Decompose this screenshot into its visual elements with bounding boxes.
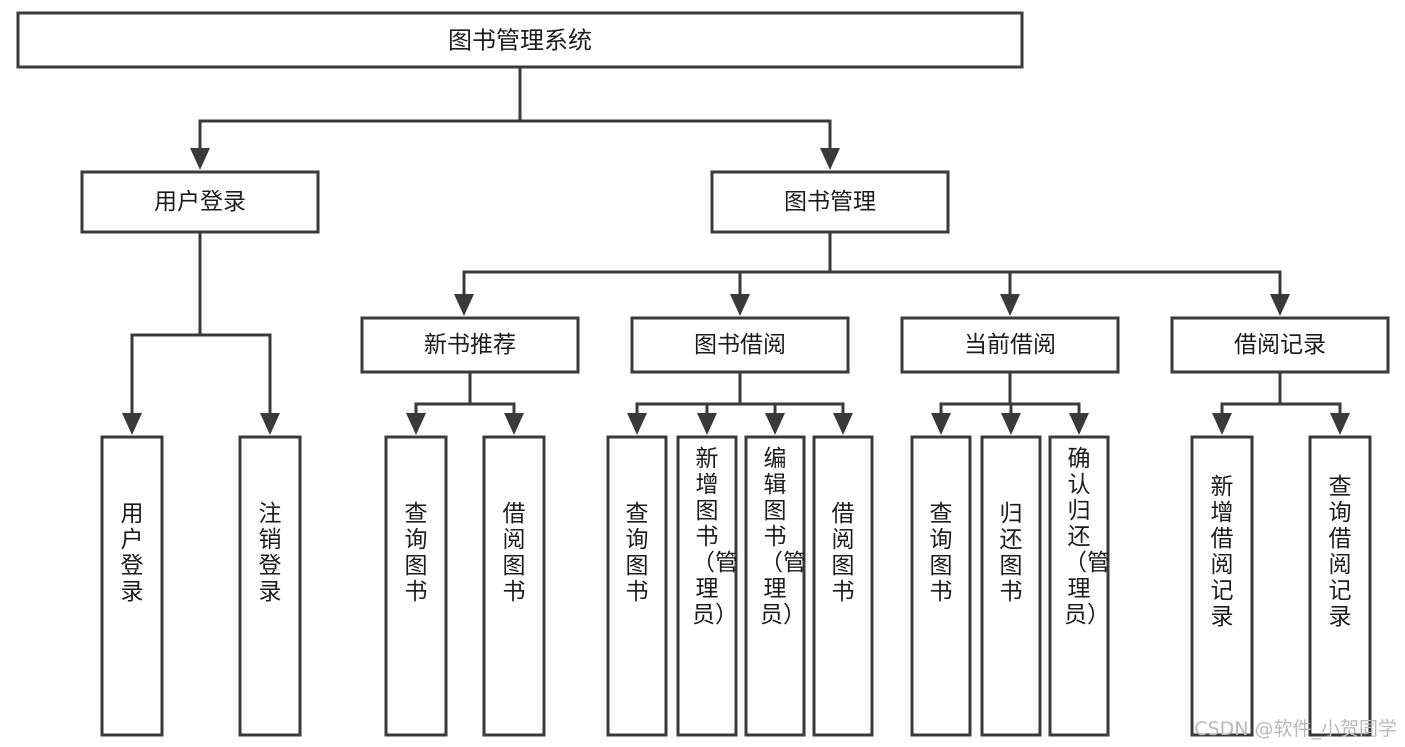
node-root-box[interactable]	[16, 11, 1024, 69]
node-new-book-rec-box[interactable]	[360, 316, 580, 374]
arrowhead-leaf-query-book-2	[627, 413, 647, 435]
arrowhead-book-borrow	[730, 294, 750, 316]
leaf-box-user-login[interactable]	[100, 435, 164, 737]
leaf-box-query-book-2[interactable]	[606, 435, 668, 737]
connector-group-book-manage	[454, 230, 1290, 316]
leaf-box-query-book-3[interactable]	[910, 435, 972, 737]
arrowhead-leaf-query-book-3	[931, 413, 951, 435]
node-book-borrow[interactable]: 图书借阅	[630, 316, 850, 374]
arrowhead-leaf-query-record	[1330, 413, 1350, 435]
arrowhead-leaf-borrow-book-2	[833, 413, 853, 435]
leaf-box-borrow-book-2[interactable]	[812, 435, 874, 737]
arrowhead-leaf-logout	[260, 413, 280, 435]
connector-group-current-borrow	[931, 370, 1089, 435]
connector-group-root	[190, 65, 840, 170]
leaf-box-confirm-return[interactable]	[1048, 435, 1110, 737]
node-user-login-box[interactable]	[80, 170, 320, 234]
arrowhead-current-borrow	[1000, 294, 1020, 316]
leaf-boxes	[100, 435, 1372, 737]
node-borrow-record-label: 借阅记录	[1234, 331, 1326, 357]
node-borrow-record-box[interactable]	[1170, 316, 1390, 374]
arrowhead-new-book-rec	[454, 294, 474, 316]
connector-group-book-borrow	[627, 370, 853, 435]
arrowhead-book-manage	[820, 148, 840, 170]
connector-group-new-book-rec	[406, 370, 524, 435]
node-user-login[interactable]: 用户登录	[80, 170, 320, 234]
connector-group-user-login	[122, 230, 280, 435]
node-book-borrow-box[interactable]	[630, 316, 850, 374]
node-current-borrow-box[interactable]	[900, 316, 1120, 374]
node-book-manage[interactable]: 图书管理	[710, 170, 950, 234]
connector-group-borrow-record	[1212, 370, 1350, 435]
node-borrow-record[interactable]: 借阅记录	[1170, 316, 1390, 374]
leaf-box-borrow-book-1[interactable]	[482, 435, 546, 737]
arrowhead-leaf-return-book	[1001, 413, 1021, 435]
leaf-box-return-book[interactable]	[980, 435, 1042, 737]
arrowhead-leaf-user-login	[122, 413, 142, 435]
node-current-borrow[interactable]: 当前借阅	[900, 316, 1120, 374]
node-root[interactable]: 图书管理系统	[16, 11, 1024, 69]
arrowhead-leaf-edit-book	[765, 413, 785, 435]
arrowhead-user-login	[190, 148, 210, 170]
leaf-box-query-record[interactable]	[1308, 435, 1372, 737]
leaf-box-query-book-1[interactable]	[384, 435, 448, 737]
leaf-box-edit-book[interactable]	[744, 435, 806, 737]
node-new-book-rec-label: 新书推荐	[424, 331, 516, 357]
arrowhead-borrow-record	[1270, 294, 1290, 316]
leaf-box-add-book[interactable]	[676, 435, 738, 737]
csdn-watermark: CSDN @软件_小贺同学	[1194, 718, 1397, 740]
node-book-manage-label: 图书管理	[784, 188, 876, 214]
arrowhead-leaf-query-book-1	[406, 413, 426, 435]
arrowhead-leaf-add-record	[1212, 413, 1232, 435]
arrowhead-leaf-add-book	[697, 413, 717, 435]
node-book-manage-box[interactable]	[710, 170, 950, 234]
node-root-label: 图书管理系统	[448, 27, 592, 54]
node-new-book-rec[interactable]: 新书推荐	[360, 316, 580, 374]
leaf-box-logout[interactable]	[238, 435, 302, 737]
node-user-login-label: 用户登录	[154, 188, 246, 214]
arrowhead-leaf-borrow-book-1	[504, 413, 524, 435]
arrowhead-leaf-confirm-return	[1069, 413, 1089, 435]
node-current-borrow-label: 当前借阅	[964, 331, 1056, 357]
leaf-box-add-record[interactable]	[1190, 435, 1254, 737]
node-book-borrow-label: 图书借阅	[694, 331, 786, 357]
